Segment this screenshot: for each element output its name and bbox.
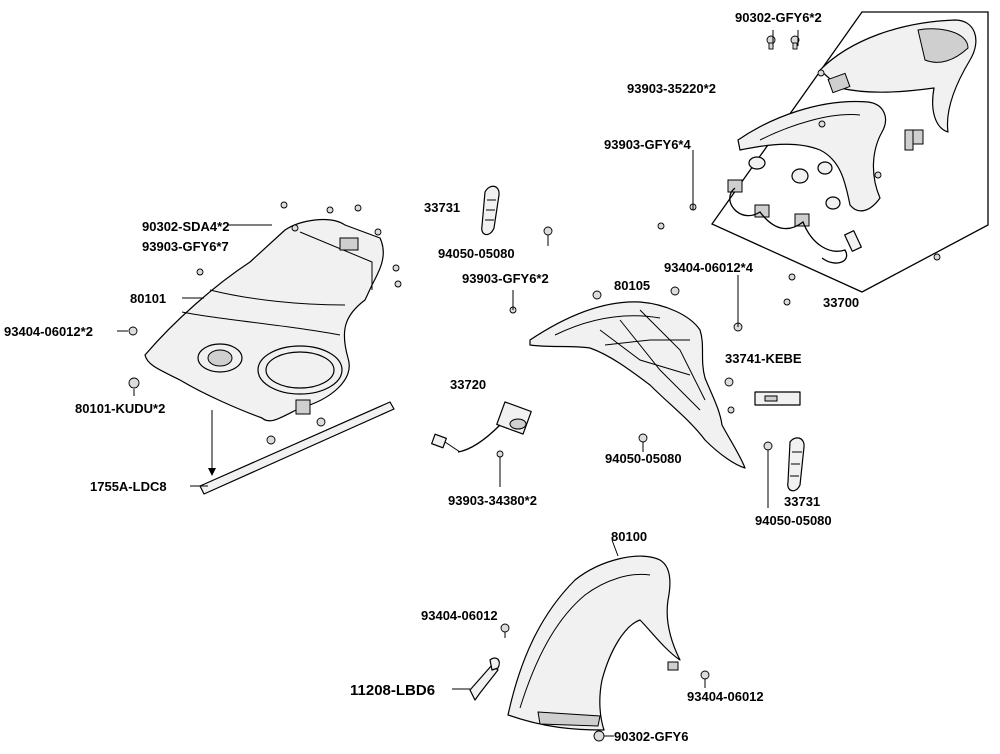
label-94050-05080-top: 94050-05080 (438, 246, 515, 261)
label-33720: 33720 (450, 377, 486, 392)
part-labels: 90302-GFY6*2 93903-35220*2 93903-GFY6*4 … (4, 10, 859, 744)
reflector-33731-bottom (787, 437, 805, 492)
label-94050-05080-bottom: 94050-05080 (755, 513, 832, 528)
fasteners (128, 35, 941, 742)
reflector-plate-slot (764, 395, 778, 402)
label-94050-05080-mid: 94050-05080 (605, 451, 682, 466)
label-33731-bottom: 33731 (784, 494, 820, 509)
tail-light-assembly (711, 11, 989, 293)
label-1755A-LDC8: 1755A-LDC8 (90, 479, 167, 494)
label-80105: 80105 (614, 278, 650, 293)
label-90302-GFY6x2: 90302-GFY6*2 (735, 10, 822, 25)
rear-fender-80105 (529, 301, 746, 469)
label-80101-KUDUx2: 80101-KUDU*2 (75, 401, 165, 416)
label-93903-34380x2: 93903-34380*2 (448, 493, 537, 508)
label-33741-KEBE: 33741-KEBE (725, 351, 802, 366)
license-light-33720 (431, 401, 532, 453)
label-93903-35220x2: 93903-35220*2 (627, 81, 716, 96)
label-33700: 33700 (823, 295, 859, 310)
label-93903-GFY6x2: 93903-GFY6*2 (462, 271, 549, 286)
label-93903-GFY6x7: 93903-GFY6*7 (142, 239, 229, 254)
label-93404-06012-left: 93404-06012 (421, 608, 498, 623)
label-33731-top: 33731 (424, 200, 460, 215)
label-80100: 80100 (611, 529, 647, 544)
inner-cover-80101 (144, 219, 384, 422)
label-80101: 80101 (130, 291, 166, 306)
arrow-head (208, 468, 216, 476)
label-90302-SDA4x2: 90302-SDA4*2 (142, 219, 229, 234)
label-93903-GFY6x4: 93903-GFY6*4 (604, 137, 691, 152)
label-90302-GFY6: 90302-GFY6 (614, 729, 688, 744)
front-fender-80100 (507, 555, 681, 731)
label-93404-06012x4: 93404-06012*4 (664, 260, 754, 275)
label-93404-06012-right: 93404-06012 (687, 689, 764, 704)
label-11208-LBD6: 11208-LBD6 (350, 682, 435, 699)
leader-lines (117, 30, 799, 737)
label-93404-06012x2: 93404-06012*2 (4, 324, 93, 339)
bracket-11208 (469, 657, 500, 701)
reflector-33731-top (481, 185, 500, 236)
strip-1755A (199, 401, 395, 495)
